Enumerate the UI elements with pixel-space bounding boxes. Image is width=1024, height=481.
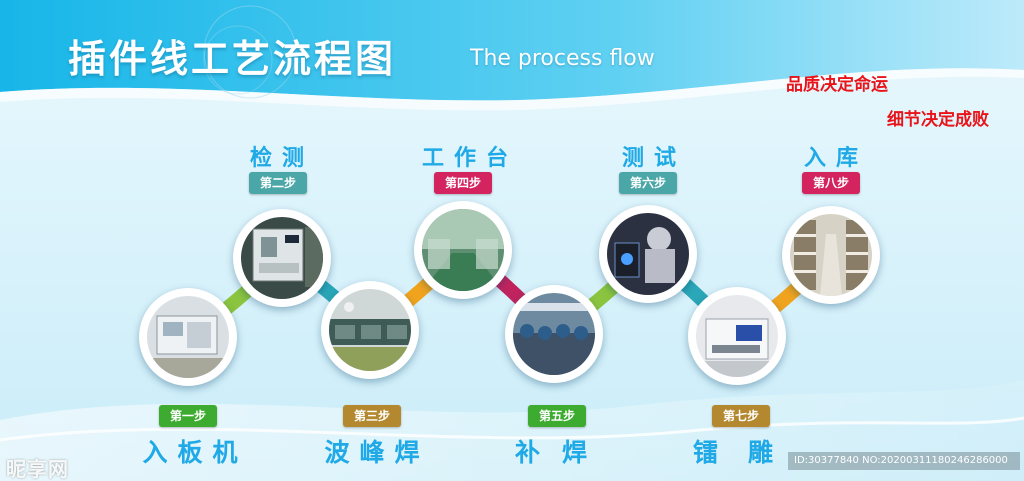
step-5-photo (505, 285, 603, 383)
step-2-title: 检测 (249, 146, 315, 171)
factory-machine-image (147, 296, 229, 378)
workers-line-image (513, 293, 595, 375)
step-1-badge: 第一步 (159, 405, 217, 427)
inspection-machine-image (241, 217, 323, 299)
step-7-title: 镭雕 (692, 438, 804, 467)
laser-engraver-image (696, 295, 778, 377)
image-id-bar: ID:30377840 NO:20200311180246286000 (788, 452, 1020, 470)
step-7-badge: 第七步 (712, 405, 770, 427)
step-6-title: 测试 (621, 146, 687, 171)
step-5-badge: 第五步 (528, 405, 586, 427)
slogan-quality: 品质决定命运 (786, 75, 888, 95)
step-2-badge: 第二步 (249, 172, 307, 194)
warehouse-shelves-image (790, 214, 872, 296)
step-6-photo (599, 205, 697, 303)
step-7-photo (688, 287, 786, 385)
step-3-photo (321, 281, 419, 379)
testing-worker-image (607, 213, 689, 295)
page-subtitle: The process flow (470, 46, 655, 71)
step-5-title: 补焊 (514, 438, 610, 467)
step-1-photo (139, 288, 237, 386)
step-3-title: 波峰焊 (324, 438, 430, 467)
slogan-detail: 细节决定成败 (887, 110, 989, 130)
step-4-photo (414, 201, 512, 299)
step-4-badge: 第四步 (434, 172, 492, 194)
page-title: 插件线工艺流程图 (68, 37, 397, 81)
step-6-badge: 第六步 (619, 172, 677, 194)
step-4-title: 工作台 (421, 146, 519, 171)
workbench-room-image (422, 209, 504, 291)
step-8-photo (782, 206, 880, 304)
step-8-badge: 第八步 (802, 172, 860, 194)
step-1-title: 入板机 (142, 438, 248, 467)
step-2-photo (233, 209, 331, 307)
step-8-title: 入库 (803, 146, 869, 171)
step-3-badge: 第三步 (343, 405, 401, 427)
wave-solder-line-image (329, 289, 411, 371)
watermark-logo: 昵享网 (6, 457, 69, 481)
